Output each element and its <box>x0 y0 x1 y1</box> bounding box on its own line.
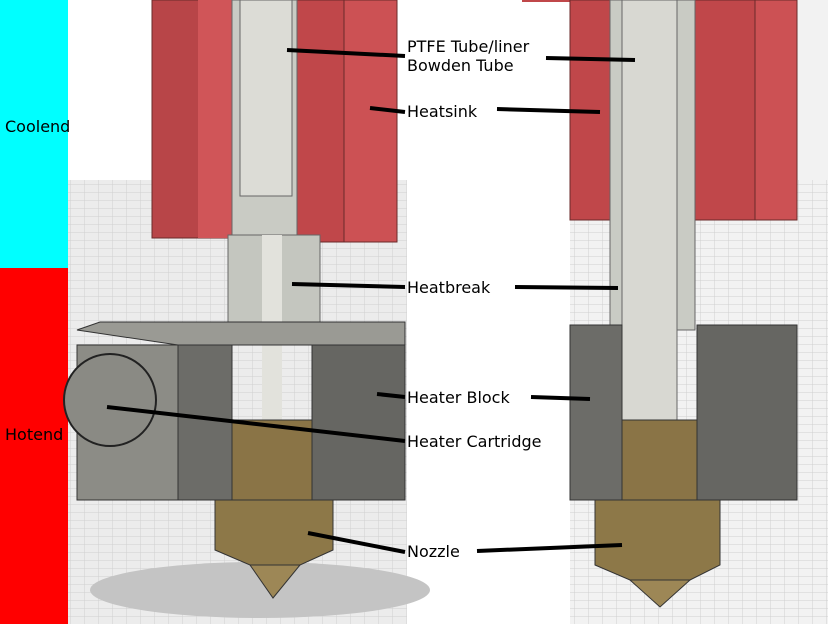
label-heater-block: Heater Block <box>407 388 510 407</box>
hotend-label: Hotend <box>5 425 64 444</box>
label-heater-cartridge: Heater Cartridge <box>407 432 542 451</box>
hotend-zone: Hotend <box>0 268 68 624</box>
leader-lines <box>106 48 636 554</box>
label-bowden-line2: Bowden Tube <box>407 56 514 75</box>
right-render <box>522 0 828 624</box>
coolend-label: Coolend <box>5 117 71 136</box>
label-heatsink: Heatsink <box>407 102 478 121</box>
coolend-zone: Coolend <box>0 0 71 268</box>
label-ptfe-line1: PTFE Tube/liner <box>407 37 530 56</box>
label-ptfe-tube: PTFE Tube/liner Bowden Tube <box>407 37 529 75</box>
label-heatbreak: Heatbreak <box>407 278 491 297</box>
left-render <box>63 0 430 624</box>
label-nozzle: Nozzle <box>407 542 460 561</box>
